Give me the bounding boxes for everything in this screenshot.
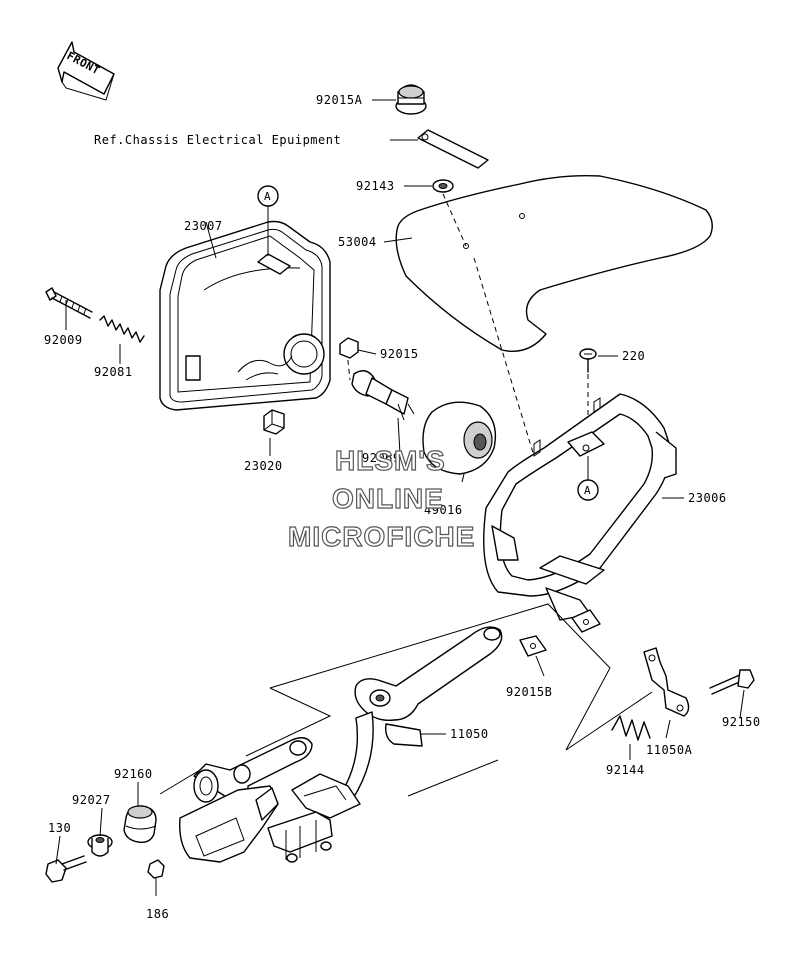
adjuster-23020 (263, 409, 285, 435)
headlight-frame-23006 (483, 393, 677, 621)
spring-92144 (611, 715, 651, 741)
label-23020: 23020 (244, 459, 283, 473)
label-92015A: 92015A (316, 93, 363, 107)
label-92081: 92081 (94, 365, 133, 379)
bracket-11050A (643, 647, 690, 717)
label-92009: 92009 (44, 333, 83, 347)
label-130: 130 (48, 821, 71, 835)
label-11050: 11050 (450, 727, 489, 741)
watermark: HLSM'S ONLINE MICROFICHE (287, 444, 475, 552)
callout-a-top: A (257, 185, 279, 256)
bracket-strap (417, 129, 489, 169)
watermark-line-1: HLSM'S (335, 445, 446, 476)
bracket-11050 (291, 626, 503, 819)
spring-92081 (99, 315, 145, 343)
label-186: 186 (146, 907, 169, 921)
collar-92027 (87, 834, 113, 857)
label-92069: 92069 (362, 451, 401, 465)
lower-bracket (179, 737, 333, 863)
washer-92143 (432, 179, 454, 193)
bolt-130 (45, 855, 87, 883)
cover-plate-53004 (395, 175, 713, 352)
screw-92009 (45, 287, 93, 319)
label-220: 220 (622, 349, 645, 363)
front-arrow: FRONT (57, 41, 115, 101)
label-23006: 23006 (688, 491, 727, 505)
grommet-92160 (123, 805, 157, 844)
label-92144: 92144 (606, 763, 645, 777)
label-92015: 92015 (380, 347, 419, 361)
label-49016: 49016 (424, 503, 463, 517)
bulb-92069 (351, 370, 415, 421)
bolt-186 (147, 859, 165, 886)
mount-plane (269, 603, 653, 751)
nut-92015B (519, 609, 601, 657)
label-23007: 23007 (184, 219, 223, 233)
label-92150: 92150 (722, 715, 761, 729)
screw-220 (579, 348, 597, 373)
nut-92015 (339, 337, 359, 359)
label-53004: 53004 (338, 235, 377, 249)
callout-a-bottom: A (577, 456, 599, 501)
label-92015B: 92015B (506, 685, 552, 699)
watermark-line-2: ONLINE (332, 483, 444, 514)
label-92160: 92160 (114, 767, 153, 781)
svg-text:A: A (584, 484, 591, 497)
leader-lines (55, 99, 745, 896)
cap-nut-92015A (395, 84, 427, 115)
label-92027: 92027 (72, 793, 111, 807)
label-11050A: 11050A (646, 743, 693, 757)
bolt-92150 (709, 669, 755, 695)
watermark-line-3: MICROFICHE (288, 521, 475, 552)
label-92143: 92143 (356, 179, 395, 193)
boot-49016 (422, 401, 497, 475)
svg-text:A: A (264, 190, 271, 203)
reference-note: Ref.Chassis Electrical Epuipment (94, 133, 341, 147)
headlight-housing-23007 (159, 220, 331, 411)
